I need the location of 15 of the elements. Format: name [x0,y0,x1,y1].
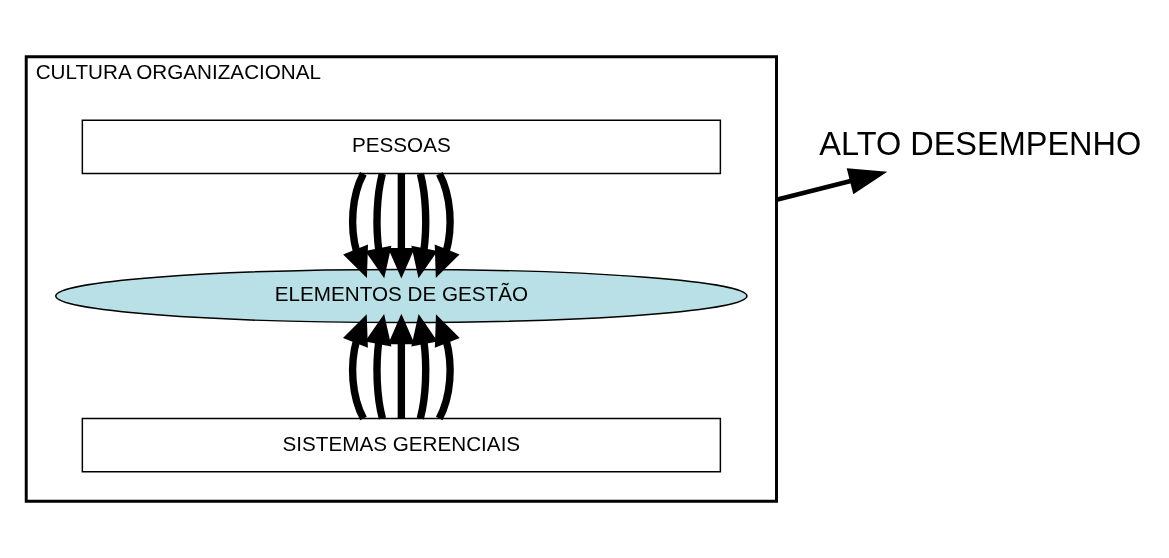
arrow [775,168,888,202]
arrow [343,314,368,421]
arrow [343,172,368,278]
arrow [411,172,438,279]
arrow [365,172,392,279]
arrow [411,313,438,420]
arrow [434,314,460,421]
arrow [434,172,460,278]
arrow [365,313,392,420]
arrow [387,173,415,279]
node-box: SISTEMAS GERENCIAIS [81,417,722,473]
node-text: ALTO DESEMPENHO [819,126,1142,163]
node-box: PESSOAS [81,119,722,175]
arrow [387,313,415,419]
node-ellipse: ELEMENTOS DE GESTÃO [55,268,748,324]
